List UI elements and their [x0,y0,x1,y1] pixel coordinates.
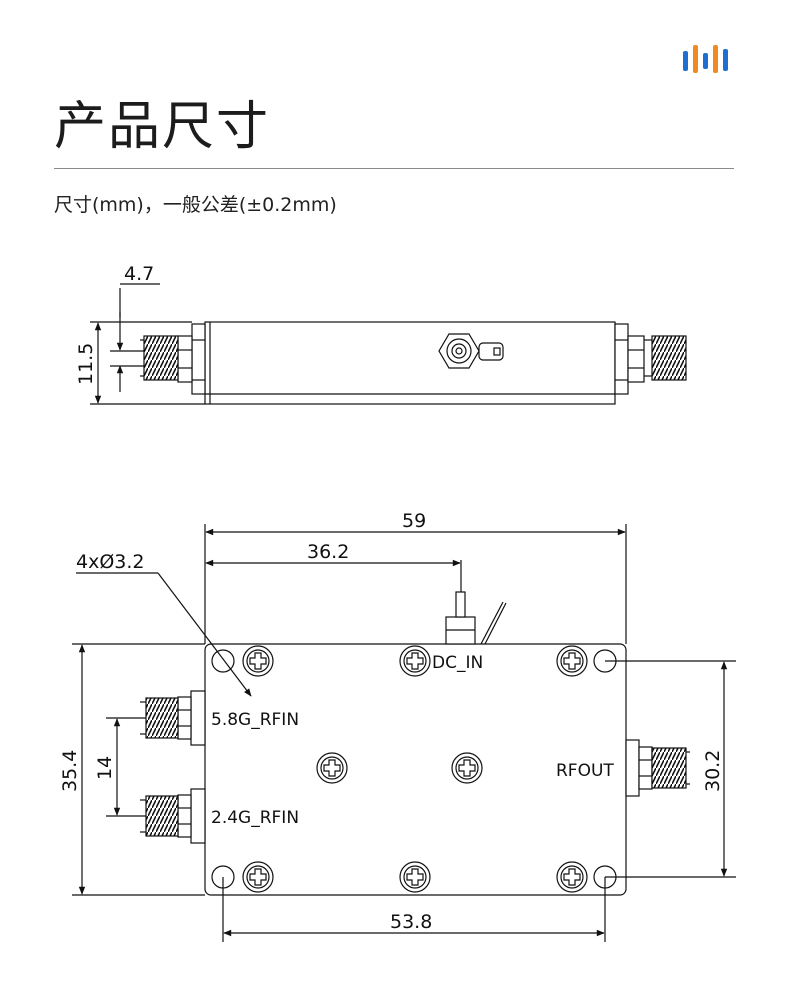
screw-icon [316,752,348,784]
screw-icon [399,645,431,677]
side-right-sma-thread [651,335,687,381]
screw-icon [556,861,588,893]
screw-icon [451,752,483,784]
side-body [204,321,616,405]
title-divider [54,168,734,169]
side-left-nut [177,335,193,383]
screw-icon [242,645,274,677]
port-label-rfout: RFOUT [556,761,614,781]
dc-in-connector [445,560,507,645]
side-left-flange [191,323,206,395]
mounting-hole [211,649,235,673]
rfout-connector [625,739,690,797]
side-right-flange [614,323,629,395]
port-label-dc-in: DC_IN [432,653,483,673]
hole-leader-line [157,572,252,697]
rfin-24-connector [140,788,206,844]
logo-bar [703,53,708,69]
screw-icon [556,645,588,677]
dim-label-53-8: 53.8 [390,911,432,933]
dim-label-holes: 4xØ3.2 [76,551,145,573]
tolerance-note: 尺寸(mm)，一般公差(±0.2mm) [54,194,337,216]
top-view [72,524,736,942]
brand-logo-icon [683,45,728,73]
dim-label-30-2: 30.2 [702,750,724,792]
page-title: 产品尺寸 [54,97,271,157]
dim-label-4-7: 4.7 [124,263,154,285]
side-right-nut [627,335,645,383]
screw-icon [399,861,431,893]
port-label-rfin-24: 2.4G_RFIN [211,808,299,828]
screw-icon [242,861,274,893]
dim-label-14: 14 [94,756,116,780]
dim-label-11-5: 11.5 [75,343,97,385]
logo-bar [693,45,698,73]
side-dc-connector [438,333,504,369]
rfin-58-connector [140,690,206,746]
dim-label-59: 59 [402,510,426,532]
side-view [90,283,687,405]
port-label-rfin-58: 5.8G_RFIN [211,710,299,730]
dim-label-35-4: 35.4 [59,750,81,792]
logo-bar [723,49,728,71]
side-left-sma-thread [143,335,179,381]
dim-label-36-2: 36.2 [307,541,349,563]
logo-bar [683,51,688,71]
logo-bar [713,45,718,73]
